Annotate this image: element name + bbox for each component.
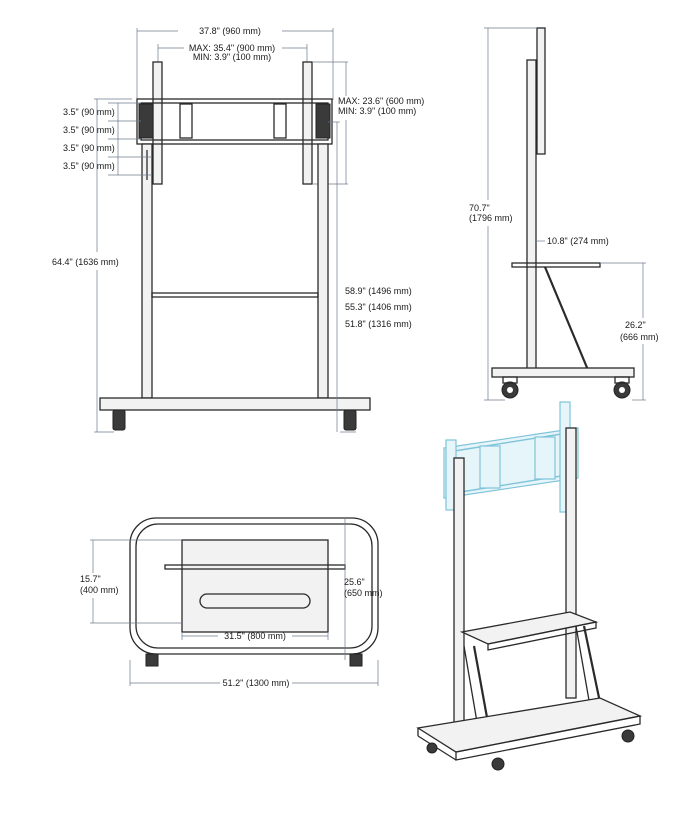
side-height-label-2: (1796 mm): [469, 213, 513, 223]
top-base-depth-label-1: 25.6": [344, 577, 365, 587]
vesa-height-min-label: MIN: 3.9" (100 mm): [338, 106, 416, 116]
step-label-3: 3.5" (90 mm): [63, 143, 115, 153]
side-base: [491, 367, 635, 378]
bracket-left: [138, 103, 154, 139]
caster-left: [112, 409, 126, 431]
side-post: [526, 59, 537, 371]
top-shelf: [181, 539, 329, 633]
mounting-frame-inner: [140, 102, 329, 141]
top-view: 15.7" (400 mm) 31.5" (800 mm) 25.6" (650…: [80, 517, 383, 688]
iso-brace-left-inner: [463, 645, 479, 729]
side-caster-mount-right: [614, 376, 630, 384]
step-label-2: 3.5" (90 mm): [63, 125, 115, 135]
iso-wheel-3: [621, 729, 635, 743]
iso-base: [416, 697, 643, 753]
bracket-right: [315, 103, 331, 139]
total-height-label: 64.4" (1636 mm): [52, 257, 119, 267]
base-bar: [99, 397, 371, 411]
iso-brace-right-inner: [575, 625, 591, 707]
side-caster-mount-left: [502, 376, 518, 384]
front-view: 37.8" (960 mm) MAX: 35.4" (900 mm) MIN: …: [52, 26, 424, 433]
side-wheel-left-hub: [507, 387, 513, 393]
iso-base-edge: [455, 715, 641, 761]
iso-post-right: [565, 427, 577, 699]
iso-post-left: [453, 457, 465, 731]
center-height-label-3: 51.8" (1316 mm): [345, 319, 412, 329]
vesa-width-min-label: MIN: 3.9" (100 mm): [193, 52, 271, 62]
iso-plate-slot-left: [479, 445, 501, 489]
side-height-label-1: 70.7": [469, 203, 490, 213]
top-shelf-width-label: 31.5" (800 mm): [224, 631, 286, 641]
iso-shelf-edge: [487, 621, 597, 651]
post-right: [317, 143, 329, 399]
side-view: 70.7" (1796 mm) 10.8" (274 mm) 26.2" (66…: [469, 27, 659, 401]
mounting-frame: [136, 98, 333, 145]
isometric-view: [416, 401, 643, 771]
iso-wheel-2: [491, 757, 505, 771]
top-shelf-handle: [199, 593, 311, 609]
vesa-width-max-label: MAX: 35.4" (900 mm): [189, 43, 275, 53]
post-left: [141, 143, 153, 399]
plate-slot-left: [179, 103, 193, 139]
overall-width-label: 37.8" (960 mm): [199, 26, 261, 36]
step-label-1: 3.5" (90 mm): [63, 107, 115, 117]
top-depth-label-2: (400 mm): [80, 585, 119, 595]
side-shelf: [511, 262, 601, 268]
top-base-depth-label-2: (650 mm): [344, 588, 383, 598]
vesa-height-max-label: MAX: 23.6" (600 mm): [338, 96, 424, 106]
cross-bar: [151, 292, 319, 298]
step-label-4: 3.5" (90 mm): [63, 161, 115, 171]
vesa-rail-right: [302, 61, 313, 185]
iso-wheel-1: [426, 742, 438, 754]
top-caster-left: [145, 653, 159, 667]
caster-right: [343, 409, 357, 431]
shelf-depth-label: 10.8" (274 mm): [547, 236, 609, 246]
top-base-outline: [129, 517, 379, 655]
top-depth-label-1: 15.7": [80, 574, 101, 584]
side-wheel-right-hub: [619, 387, 625, 393]
top-caster-right: [349, 653, 363, 667]
center-height-label-2: 55.3" (1406 mm): [345, 302, 412, 312]
side-brace: [543, 266, 590, 371]
shelf-height-label-2: (666 mm): [620, 332, 659, 342]
top-base-inner: [135, 523, 373, 649]
side-display: [536, 27, 546, 155]
top-base-width-label: 51.2" (1300 mm): [223, 678, 290, 688]
iso-plate-slot-right: [534, 436, 556, 480]
shelf-height-label-1: 26.2": [625, 320, 646, 330]
plate-slot-right: [273, 103, 287, 139]
center-height-label-1: 58.9" (1496 mm): [345, 286, 412, 296]
vesa-rail-left: [152, 61, 163, 185]
